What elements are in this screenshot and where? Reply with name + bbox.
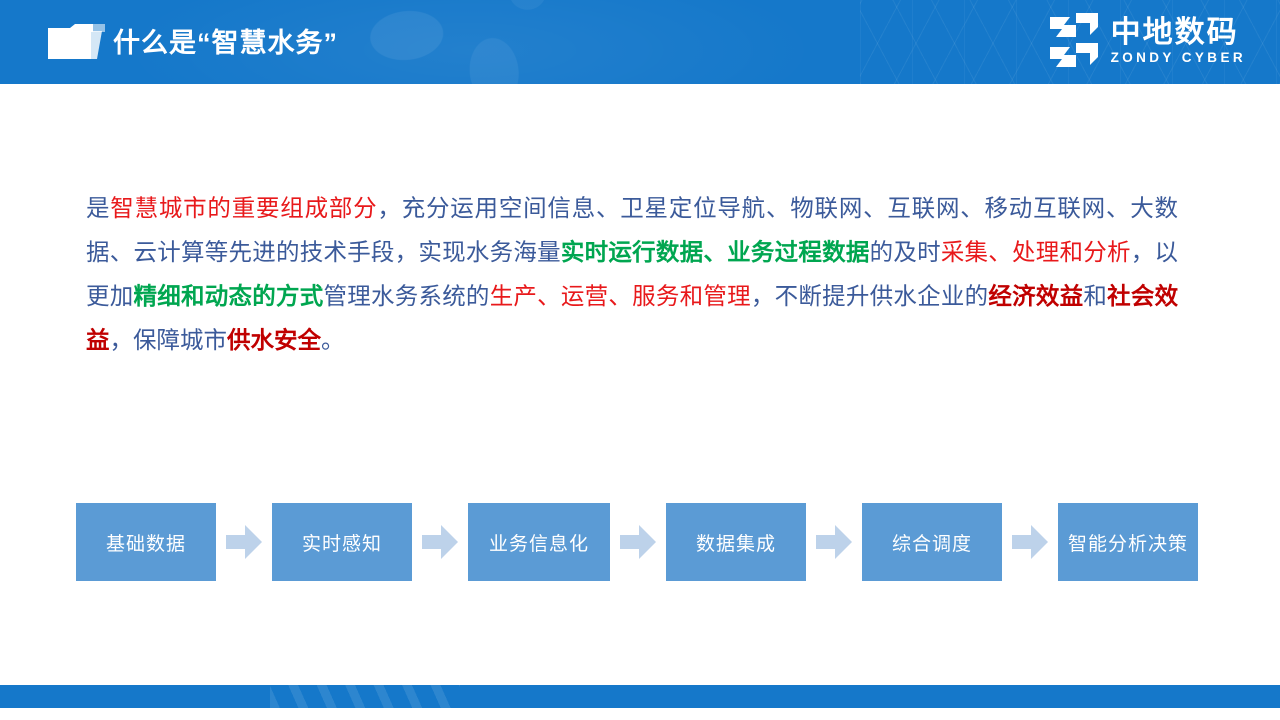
slide-header: 什么是“智慧水务” 中地数码 ZONDY CYBER — [0, 0, 1280, 84]
paragraph-segment: 经济效益 — [988, 283, 1084, 309]
logo-cn-name: 中地数码 — [1110, 15, 1239, 49]
paragraph-segment: 管理水务系统的 — [323, 283, 490, 309]
flow-step-label: 综合调度 — [891, 533, 972, 555]
footer-pattern — [270, 685, 460, 708]
paragraph-segment: ，不断提升供水企业的 — [750, 283, 989, 309]
flow-step-label: 基础数据 — [105, 533, 186, 555]
body-paragraph: 是智慧城市的重要组成部分，充分运用空间信息、卫星定位导航、物联网、互联网、移动互… — [86, 186, 1178, 362]
header-map-pattern — [322, 0, 598, 84]
flow-arrow-icon — [1012, 525, 1048, 559]
flow-step-box[interactable]: 实时感知 — [272, 503, 412, 581]
paragraph-segment: ，充分运用空间信息、卫星定位导航、物联网、互联网、移动互联网、大数据、云计算等先… — [86, 195, 1179, 265]
logo-text-block: 中地数码 ZONDY CYBER — [1110, 15, 1246, 66]
flow-step-box[interactable]: 基础数据 — [76, 503, 216, 581]
flow-arrow-icon — [620, 525, 656, 559]
flow-step-box[interactable]: 业务信息化 — [468, 503, 610, 581]
zondy-z-mark-icon — [1049, 13, 1098, 67]
paragraph-segment: 精细和动态的方式 — [133, 283, 324, 309]
flow-arrow-icon — [422, 525, 458, 559]
paragraph-segment: 智慧城市的重要组成部分 — [110, 195, 378, 221]
header-mesh-pattern — [860, 0, 1280, 84]
flow-step-label: 业务信息化 — [488, 533, 589, 555]
paragraph-segment: 是 — [86, 195, 111, 221]
paragraph-segment: 生产、运营、服务和管理 — [489, 283, 751, 309]
flow-arrow-icon — [816, 525, 852, 559]
flow-step-label: 智能分析决策 — [1067, 533, 1188, 555]
paragraph-segment: 。 — [321, 327, 345, 353]
page-title: 什么是“智慧水务” — [113, 28, 338, 58]
paragraph-segment: 社会效益 — [86, 283, 1179, 353]
flow-step-box[interactable]: 智能分析决策 — [1058, 503, 1198, 581]
folder-icon — [48, 24, 105, 59]
process-flow: 基础数据 实时感知 业务信息化 数据集成 综合调度 智能分析决策 — [76, 503, 1206, 581]
flow-arrow-icon — [226, 525, 262, 559]
paragraph-segment: 实时运行数据 — [560, 239, 704, 265]
paragraph-segment: 的及时 — [869, 239, 941, 265]
paragraph-segment: 采集、处理和分析 — [940, 239, 1131, 265]
paragraph-segment: 和 — [1083, 283, 1108, 309]
paragraph-segment: ，保障城市 — [109, 327, 228, 353]
company-logo: 中地数码 ZONDY CYBER — [1046, 9, 1246, 73]
flow-step-label: 实时感知 — [301, 533, 382, 555]
flow-step-box[interactable]: 综合调度 — [862, 503, 1002, 581]
flow-step-box[interactable]: 数据集成 — [666, 503, 806, 581]
logo-en-name: ZONDY CYBER — [1110, 49, 1246, 65]
flow-step-label: 数据集成 — [695, 533, 776, 555]
paragraph-segment: 业务过程数据 — [727, 239, 870, 265]
paragraph-segment: 供水安全 — [227, 327, 321, 353]
paragraph-segment: 、 — [703, 239, 728, 265]
slide-footer — [0, 685, 1280, 708]
paragraph-segment: ，以更加 — [86, 239, 1179, 309]
header-glow — [120, 0, 820, 84]
